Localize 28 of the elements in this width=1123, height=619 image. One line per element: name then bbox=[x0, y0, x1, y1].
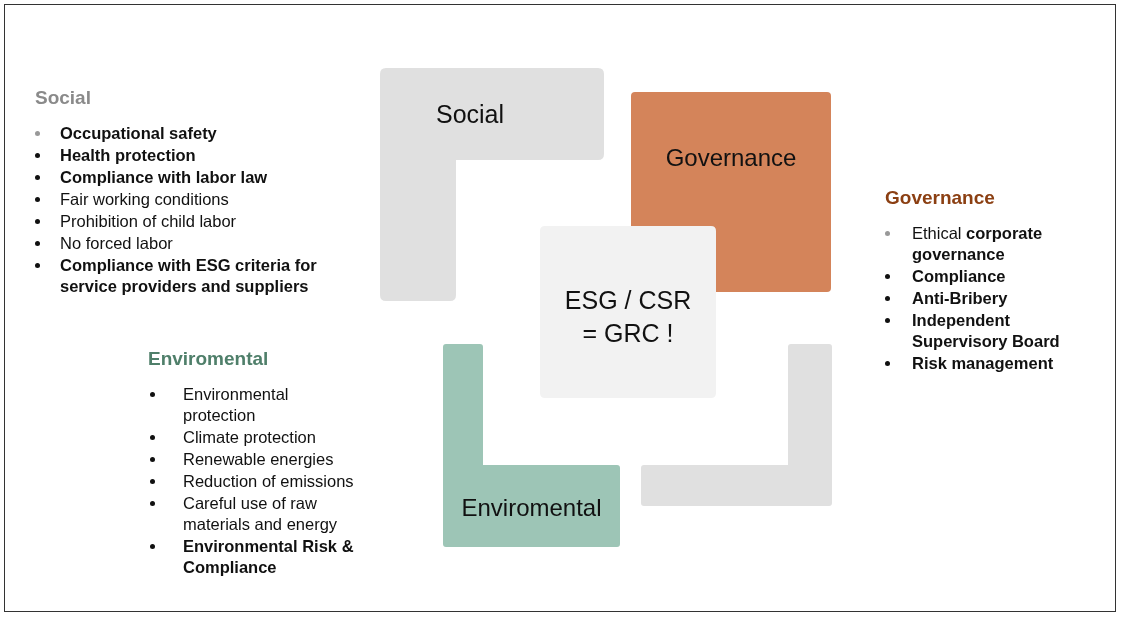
list-item: Environmental Risk & Compliance bbox=[183, 536, 355, 578]
tile-title: Enviromental bbox=[460, 493, 603, 523]
list-item: Prohibition of child labor bbox=[60, 211, 238, 232]
category-tile bbox=[443, 344, 620, 547]
category-tile bbox=[540, 226, 716, 398]
list-item: Ethical corporate governance bbox=[912, 223, 1044, 265]
section-heading: Enviromental bbox=[148, 348, 269, 370]
list-item: Compliance bbox=[912, 266, 1007, 287]
list-item: Careful use of raw materials and energy bbox=[183, 493, 339, 535]
list-item: No forced labor bbox=[60, 233, 174, 254]
tile-title: Governance bbox=[664, 143, 798, 173]
list-item: Environmental protection bbox=[183, 384, 290, 426]
list-item: Climate protection bbox=[183, 427, 317, 448]
list-item: Compliance with labor law bbox=[60, 167, 269, 188]
blank-tile bbox=[641, 344, 832, 506]
tile-title: ESG / CSR = GRC ! bbox=[563, 285, 693, 349]
list-item: Health protection bbox=[60, 145, 197, 166]
list-item: Renewable energies bbox=[183, 449, 335, 470]
list-item: Fair working conditions bbox=[60, 189, 230, 210]
list-item: Anti-Bribery bbox=[912, 288, 1009, 309]
list-item: Compliance with ESG criteria for service providers and suppliers bbox=[60, 255, 318, 297]
list-item: Independent Supervisory Board bbox=[912, 310, 1061, 352]
tile-title: Social bbox=[434, 99, 506, 130]
list-item: Reduction of emissions bbox=[183, 471, 355, 492]
list-item: Occupational safety bbox=[60, 123, 218, 144]
list-item: Risk management bbox=[912, 353, 1055, 374]
section-heading: Social bbox=[35, 87, 91, 109]
section-heading: Governance bbox=[885, 187, 995, 209]
